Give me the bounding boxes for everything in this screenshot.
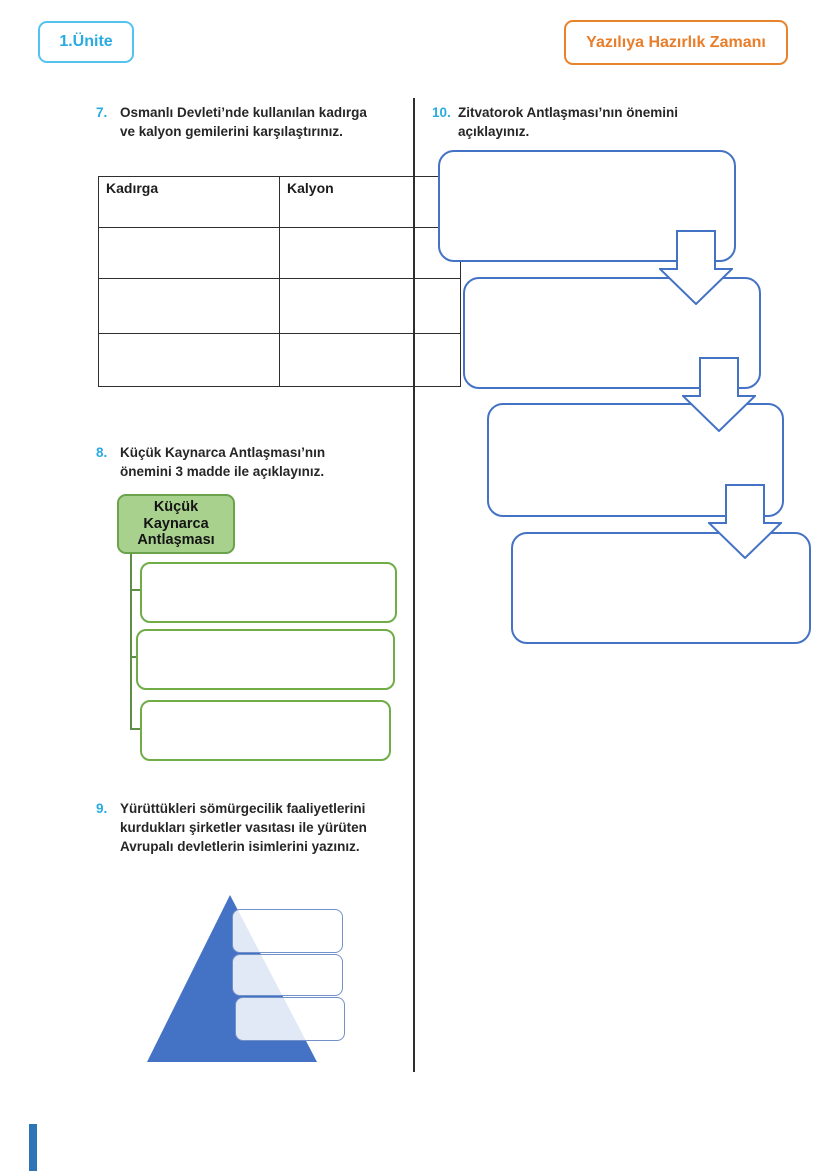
table-header-kalyon: Kalyon bbox=[279, 176, 461, 228]
question-8: 8. Küçük Kaynarca Antlaşması’nın önemini… bbox=[96, 443, 396, 481]
answer-box-pyramid-2 bbox=[232, 954, 343, 996]
table-cell bbox=[98, 333, 280, 387]
down-arrow-icon bbox=[682, 357, 756, 432]
question-10-text-line: Zitvatorok Antlaşması’nın önemini bbox=[458, 105, 679, 120]
table-row bbox=[98, 333, 461, 387]
question-9-text-line: Avrupalı devletlerin isimlerini yazınız. bbox=[120, 839, 360, 854]
answer-box-flow-4 bbox=[511, 532, 811, 644]
question-7-text-line: Osmanlı Devleti’nde kullanılan kadırga bbox=[120, 105, 367, 120]
question-9-text: Yürüttükleri sömürgecilik faaliyetlerini… bbox=[120, 799, 367, 856]
table-cell bbox=[279, 227, 461, 279]
question-10-number: 10. bbox=[432, 105, 451, 120]
connector-line-trunk bbox=[130, 550, 132, 730]
table-header-row: Kadırga Kalyon bbox=[98, 176, 461, 228]
answer-box-pyramid-1 bbox=[232, 909, 343, 953]
question-10: 10. Zitvatorok Antlaşması’nın önemini aç… bbox=[432, 103, 712, 141]
table-row bbox=[98, 227, 461, 279]
question-10-text-line: açıklayınız. bbox=[458, 124, 530, 139]
question-9: 9. Yürüttükleri sömürgecilik faaliyetler… bbox=[96, 799, 406, 856]
question-9-number: 9. bbox=[96, 801, 108, 816]
treaty-name-line: Antlaşması bbox=[137, 532, 215, 549]
table-row bbox=[98, 278, 461, 334]
answer-box-item-1 bbox=[140, 562, 397, 623]
answer-box-pyramid-3 bbox=[235, 997, 345, 1041]
treaty-name-line: Kaynarca bbox=[143, 515, 209, 532]
unit-badge: 1.Ünite bbox=[38, 21, 134, 63]
exam-prep-badge: Yazılıya Hazırlık Zamanı bbox=[564, 20, 788, 65]
treaty-name-box: Küçük Kaynarca Antlaşması bbox=[117, 494, 235, 554]
question-8-text: Küçük Kaynarca Antlaşması’nın önemini 3 … bbox=[120, 443, 325, 481]
down-arrow-icon bbox=[659, 230, 733, 305]
question-7: 7. Osmanlı Devleti’nde kullanılan kadırg… bbox=[96, 103, 396, 141]
table-cell bbox=[279, 278, 461, 334]
exam-prep-badge-label: Yazılıya Hazırlık Zamanı bbox=[586, 33, 766, 51]
question-10-text: Zitvatorok Antlaşması’nın önemini açıkla… bbox=[458, 103, 678, 141]
question-7-text: Osmanlı Devleti’nde kullanılan kadırga v… bbox=[120, 103, 367, 141]
table-cell bbox=[98, 278, 280, 334]
table-header-kadirga: Kadırga bbox=[98, 176, 280, 228]
comparison-table: Kadırga Kalyon bbox=[98, 176, 461, 387]
question-9-text-line: Yürüttükleri sömürgecilik faaliyetlerini bbox=[120, 801, 366, 816]
column-divider-line bbox=[413, 98, 415, 1072]
table-cell bbox=[98, 227, 280, 279]
answer-box-flow-2 bbox=[463, 277, 761, 389]
connector-line-stub bbox=[130, 589, 142, 591]
down-arrow-icon bbox=[708, 484, 782, 559]
answer-box-item-2 bbox=[136, 629, 395, 690]
unit-badge-label: 1.Ünite bbox=[59, 33, 113, 50]
question-7-number: 7. bbox=[96, 105, 108, 120]
page-edge-tab bbox=[29, 1124, 37, 1171]
question-7-text-line: ve kalyon gemilerini karşılaştırınız. bbox=[120, 124, 343, 139]
question-8-text-line: önemini 3 madde ile açıklayınız. bbox=[120, 464, 325, 479]
connector-line-stub bbox=[130, 728, 142, 730]
question-9-text-line: kurdukları şirketler vasıtası ile yürüte… bbox=[120, 820, 367, 835]
question-8-number: 8. bbox=[96, 445, 108, 460]
answer-box-item-3 bbox=[140, 700, 391, 761]
connector-line-stub bbox=[130, 656, 138, 658]
question-8-text-line: Küçük Kaynarca Antlaşması’nın bbox=[120, 445, 326, 460]
treaty-name-line: Küçük bbox=[153, 499, 199, 516]
table-cell bbox=[279, 333, 461, 387]
